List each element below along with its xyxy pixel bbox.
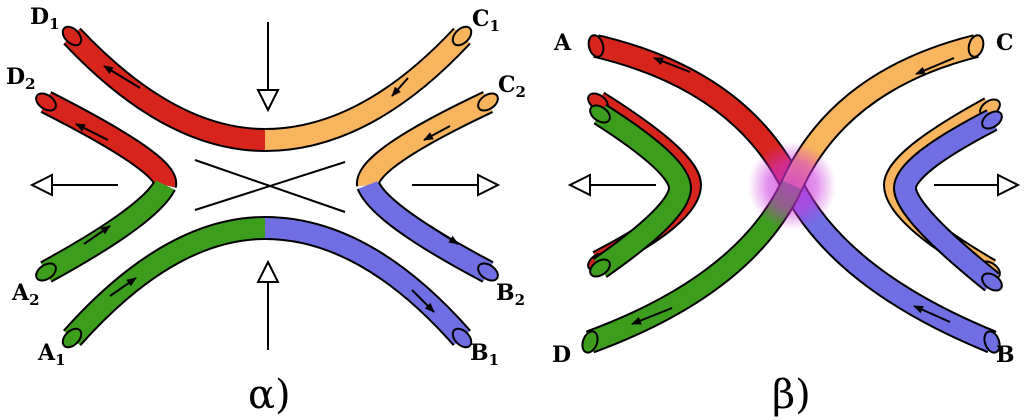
tube-d2-a2 [35, 91, 178, 283]
cross-line-2 [194, 161, 346, 211]
label-b1: B1 [470, 340, 499, 369]
panel-beta-caption: β) [772, 372, 811, 418]
tube-left-loop [587, 91, 703, 278]
tube-a1-b1 [61, 216, 473, 349]
tube-d1-c1 [61, 25, 473, 152]
reconnection-point-glow [748, 142, 836, 230]
arrow-down-top [256, 22, 280, 113]
panel-beta: A C D B β) [552, 30, 1021, 418]
label-a2: A2 [11, 280, 40, 309]
label-a: A [553, 30, 572, 56]
panel-alpha-caption: α) [248, 372, 291, 418]
panel-alpha: D1 D2 C1 C2 A2 A1 B2 B1 α) [6, 4, 526, 418]
arrow-up-bottom [256, 259, 280, 350]
label-a1: A1 [37, 340, 66, 369]
label-d2: D2 [6, 64, 36, 93]
tube-right-loop [882, 97, 1003, 292]
label-c: C [996, 30, 1014, 56]
arrow-right-beta [934, 173, 1021, 197]
arrow-right [412, 173, 501, 197]
arrow-left-beta [567, 173, 656, 197]
tube-c2-b2 [356, 91, 499, 283]
label-b2: B2 [496, 280, 525, 309]
label-c1: C1 [472, 6, 500, 35]
arrow-left [29, 173, 118, 197]
label-b: B [996, 342, 1015, 368]
label-c2: C2 [498, 72, 526, 101]
label-d: D [552, 342, 571, 368]
label-d1: D1 [30, 4, 60, 33]
